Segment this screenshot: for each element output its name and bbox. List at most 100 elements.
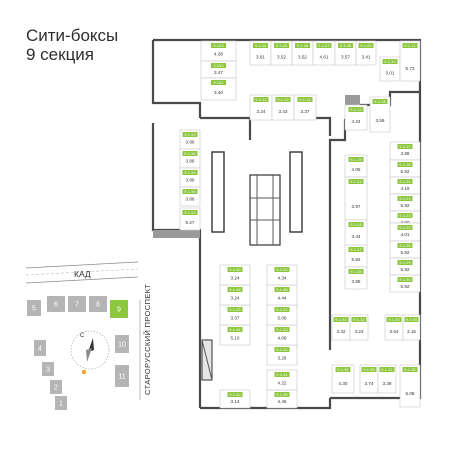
storage-box[interactable]: 9.1.163.59 bbox=[369, 96, 391, 133]
box-area: 3.15 bbox=[407, 329, 416, 334]
box-tag-badge bbox=[182, 189, 198, 194]
storage-box[interactable]: 9.1.143.37 bbox=[293, 94, 317, 121]
box-tag-badge bbox=[211, 63, 226, 68]
box-number: 9.1.50 bbox=[276, 268, 288, 272]
box-area: 3.52 bbox=[277, 54, 286, 59]
storage-box[interactable]: 9.1.063.52 bbox=[291, 40, 314, 66]
storage-box[interactable]: 9.1.434.06 bbox=[266, 324, 298, 346]
building-number: 10 bbox=[118, 342, 126, 349]
storage-box[interactable]: 9.1.363.74 bbox=[359, 364, 379, 394]
storage-box[interactable]: 9.1.283.85 bbox=[344, 266, 368, 290]
storage-box[interactable]: 9.1.463.24 bbox=[219, 284, 251, 306]
storage-box[interactable]: 9.1.52 5.27 bbox=[179, 207, 201, 231]
box-number: 9.1.11 bbox=[404, 44, 415, 48]
storage-box[interactable]: 9.1.343.15 bbox=[402, 314, 421, 341]
box-area: 3.37 bbox=[231, 315, 240, 320]
box-area: 5.27 bbox=[186, 220, 195, 225]
box-tag-badge bbox=[227, 327, 243, 332]
storage-box[interactable]: 9.1.313.32 bbox=[331, 314, 351, 341]
storage-box[interactable]: 9.1.553.86 bbox=[179, 167, 201, 188]
storage-box[interactable]: 9.1.563.86 bbox=[179, 186, 201, 207]
storage-box[interactable]: 9.1.254.01 bbox=[389, 222, 421, 242]
box-number: 9.1.47 bbox=[276, 308, 287, 312]
box-area: 4.00 bbox=[401, 220, 410, 225]
box-number: 9.1.08 bbox=[340, 44, 352, 48]
box-number: 9.1.28 bbox=[350, 270, 362, 274]
storage-box[interactable]: 9.1.385.08 bbox=[399, 364, 421, 408]
box-number: 9.1.12 bbox=[255, 98, 266, 102]
storage-box[interactable]: 9.1.154.24 bbox=[344, 104, 368, 131]
storage-box[interactable]: 9.1.185.92 bbox=[389, 159, 421, 178]
storage-box[interactable]: 9.1.295.92 bbox=[389, 257, 421, 276]
box-number: 9.1.07 bbox=[318, 44, 329, 48]
box-area: 4.61 bbox=[320, 54, 329, 59]
storage-box[interactable]: 9.1.083.57 bbox=[334, 40, 357, 66]
box-number: 9.1.43 bbox=[276, 328, 287, 332]
storage-box[interactable]: 9.1.234.00 bbox=[389, 210, 421, 225]
storage-box[interactable]: 9.1.115.73 bbox=[399, 40, 421, 82]
site-building: 7 bbox=[68, 296, 86, 312]
box-outline bbox=[399, 364, 421, 408]
box-area: 3.86 bbox=[186, 178, 195, 183]
box-tag-badge bbox=[274, 43, 289, 48]
box-area: 4.01 bbox=[401, 232, 410, 237]
box-tag-badge bbox=[348, 269, 364, 274]
storage-box[interactable]: 9.1.275.92 bbox=[344, 244, 368, 268]
box-tag-badge bbox=[397, 225, 413, 230]
storage-box[interactable]: 9.1.223.97 bbox=[344, 176, 368, 221]
storage-box[interactable]: 9.1.423.26 bbox=[266, 344, 298, 366]
storage-box[interactable]: 9.1.533.86 bbox=[179, 129, 201, 150]
storage-box[interactable]: 9.1.305.92 bbox=[389, 274, 421, 293]
storage-box[interactable]: 9.1.403.14 bbox=[219, 389, 251, 409]
storage-box[interactable]: 9.1.543.86 bbox=[179, 148, 201, 169]
box-tag-badge bbox=[397, 196, 413, 201]
storage-box[interactable]: 9.1.103.01 bbox=[379, 56, 401, 82]
storage-box[interactable]: 9.1.445.10 bbox=[219, 324, 251, 346]
page-title: Сити-боксы 9 секция bbox=[26, 26, 118, 64]
storage-box[interactable]: 9.1.35 4.30 bbox=[331, 364, 355, 394]
box-number: 9.1.56 bbox=[184, 190, 196, 194]
storage-box[interactable]: 9.1.043.61 bbox=[249, 40, 272, 66]
box-area: 3.43 bbox=[279, 109, 288, 114]
storage-box[interactable]: 9.1.123.24 bbox=[249, 94, 273, 121]
storage-box[interactable]: 9.1.173.98 bbox=[389, 141, 421, 161]
storage-box[interactable]: 9.1.323.23 bbox=[349, 314, 369, 341]
storage-box[interactable]: 9.1.13 3.43 bbox=[271, 94, 295, 121]
storage-box[interactable]: 9.1.243.44 bbox=[344, 219, 368, 246]
storage-box[interactable]: 9.1.493.24 bbox=[219, 264, 251, 286]
storage-box[interactable]: 9.1.504.34 bbox=[266, 264, 298, 286]
storage-box[interactable]: 9.1.333.54 bbox=[384, 314, 404, 341]
storage-box[interactable]: 9.1.194.05 bbox=[344, 154, 368, 178]
box-area: 3.54 bbox=[390, 329, 399, 334]
box-number: 9.1.52 bbox=[184, 211, 195, 215]
box-tag-badge bbox=[182, 170, 198, 175]
site-building: 4 bbox=[34, 340, 46, 356]
box-tag-badge bbox=[274, 307, 290, 312]
box-tag-badge bbox=[274, 287, 290, 292]
storage-box[interactable]: 9.1.414.22 bbox=[266, 369, 298, 391]
storage-box[interactable]: 9.1.053.52 bbox=[270, 40, 293, 66]
box-outline bbox=[200, 77, 237, 101]
storage-box[interactable]: 9.1.373.39 bbox=[377, 364, 397, 394]
site-building: 1 bbox=[55, 396, 67, 410]
storage-box[interactable]: 9.1.475.06 bbox=[266, 304, 298, 326]
box-area: 3.23 bbox=[355, 329, 364, 334]
box-area: 5.08 bbox=[406, 391, 415, 396]
box-area: 4.30 bbox=[339, 381, 348, 386]
storage-box[interactable]: 9.1.484.44 bbox=[266, 284, 298, 306]
storage-box[interactable]: 9.1.204.19 bbox=[389, 176, 421, 195]
storage-box[interactable]: 9.1.265.92 bbox=[389, 240, 421, 259]
storage-box[interactable]: 9.1.453.37 bbox=[219, 304, 251, 326]
box-number: 9.1.41 bbox=[276, 373, 287, 377]
box-number: 9.1.35 bbox=[337, 368, 348, 372]
building-number: 9 bbox=[117, 307, 121, 314]
storage-box[interactable]: 9.1.07 4.61 bbox=[312, 40, 336, 66]
storage-box[interactable]: 9.1.093.41 bbox=[355, 40, 377, 66]
box-number: 9.1.13 bbox=[277, 98, 288, 102]
storage-box[interactable]: 9.1.394.46 bbox=[266, 389, 298, 409]
storage-box[interactable]: 9.1.215.92 bbox=[389, 193, 421, 212]
box-area: 3.01 bbox=[386, 70, 395, 75]
